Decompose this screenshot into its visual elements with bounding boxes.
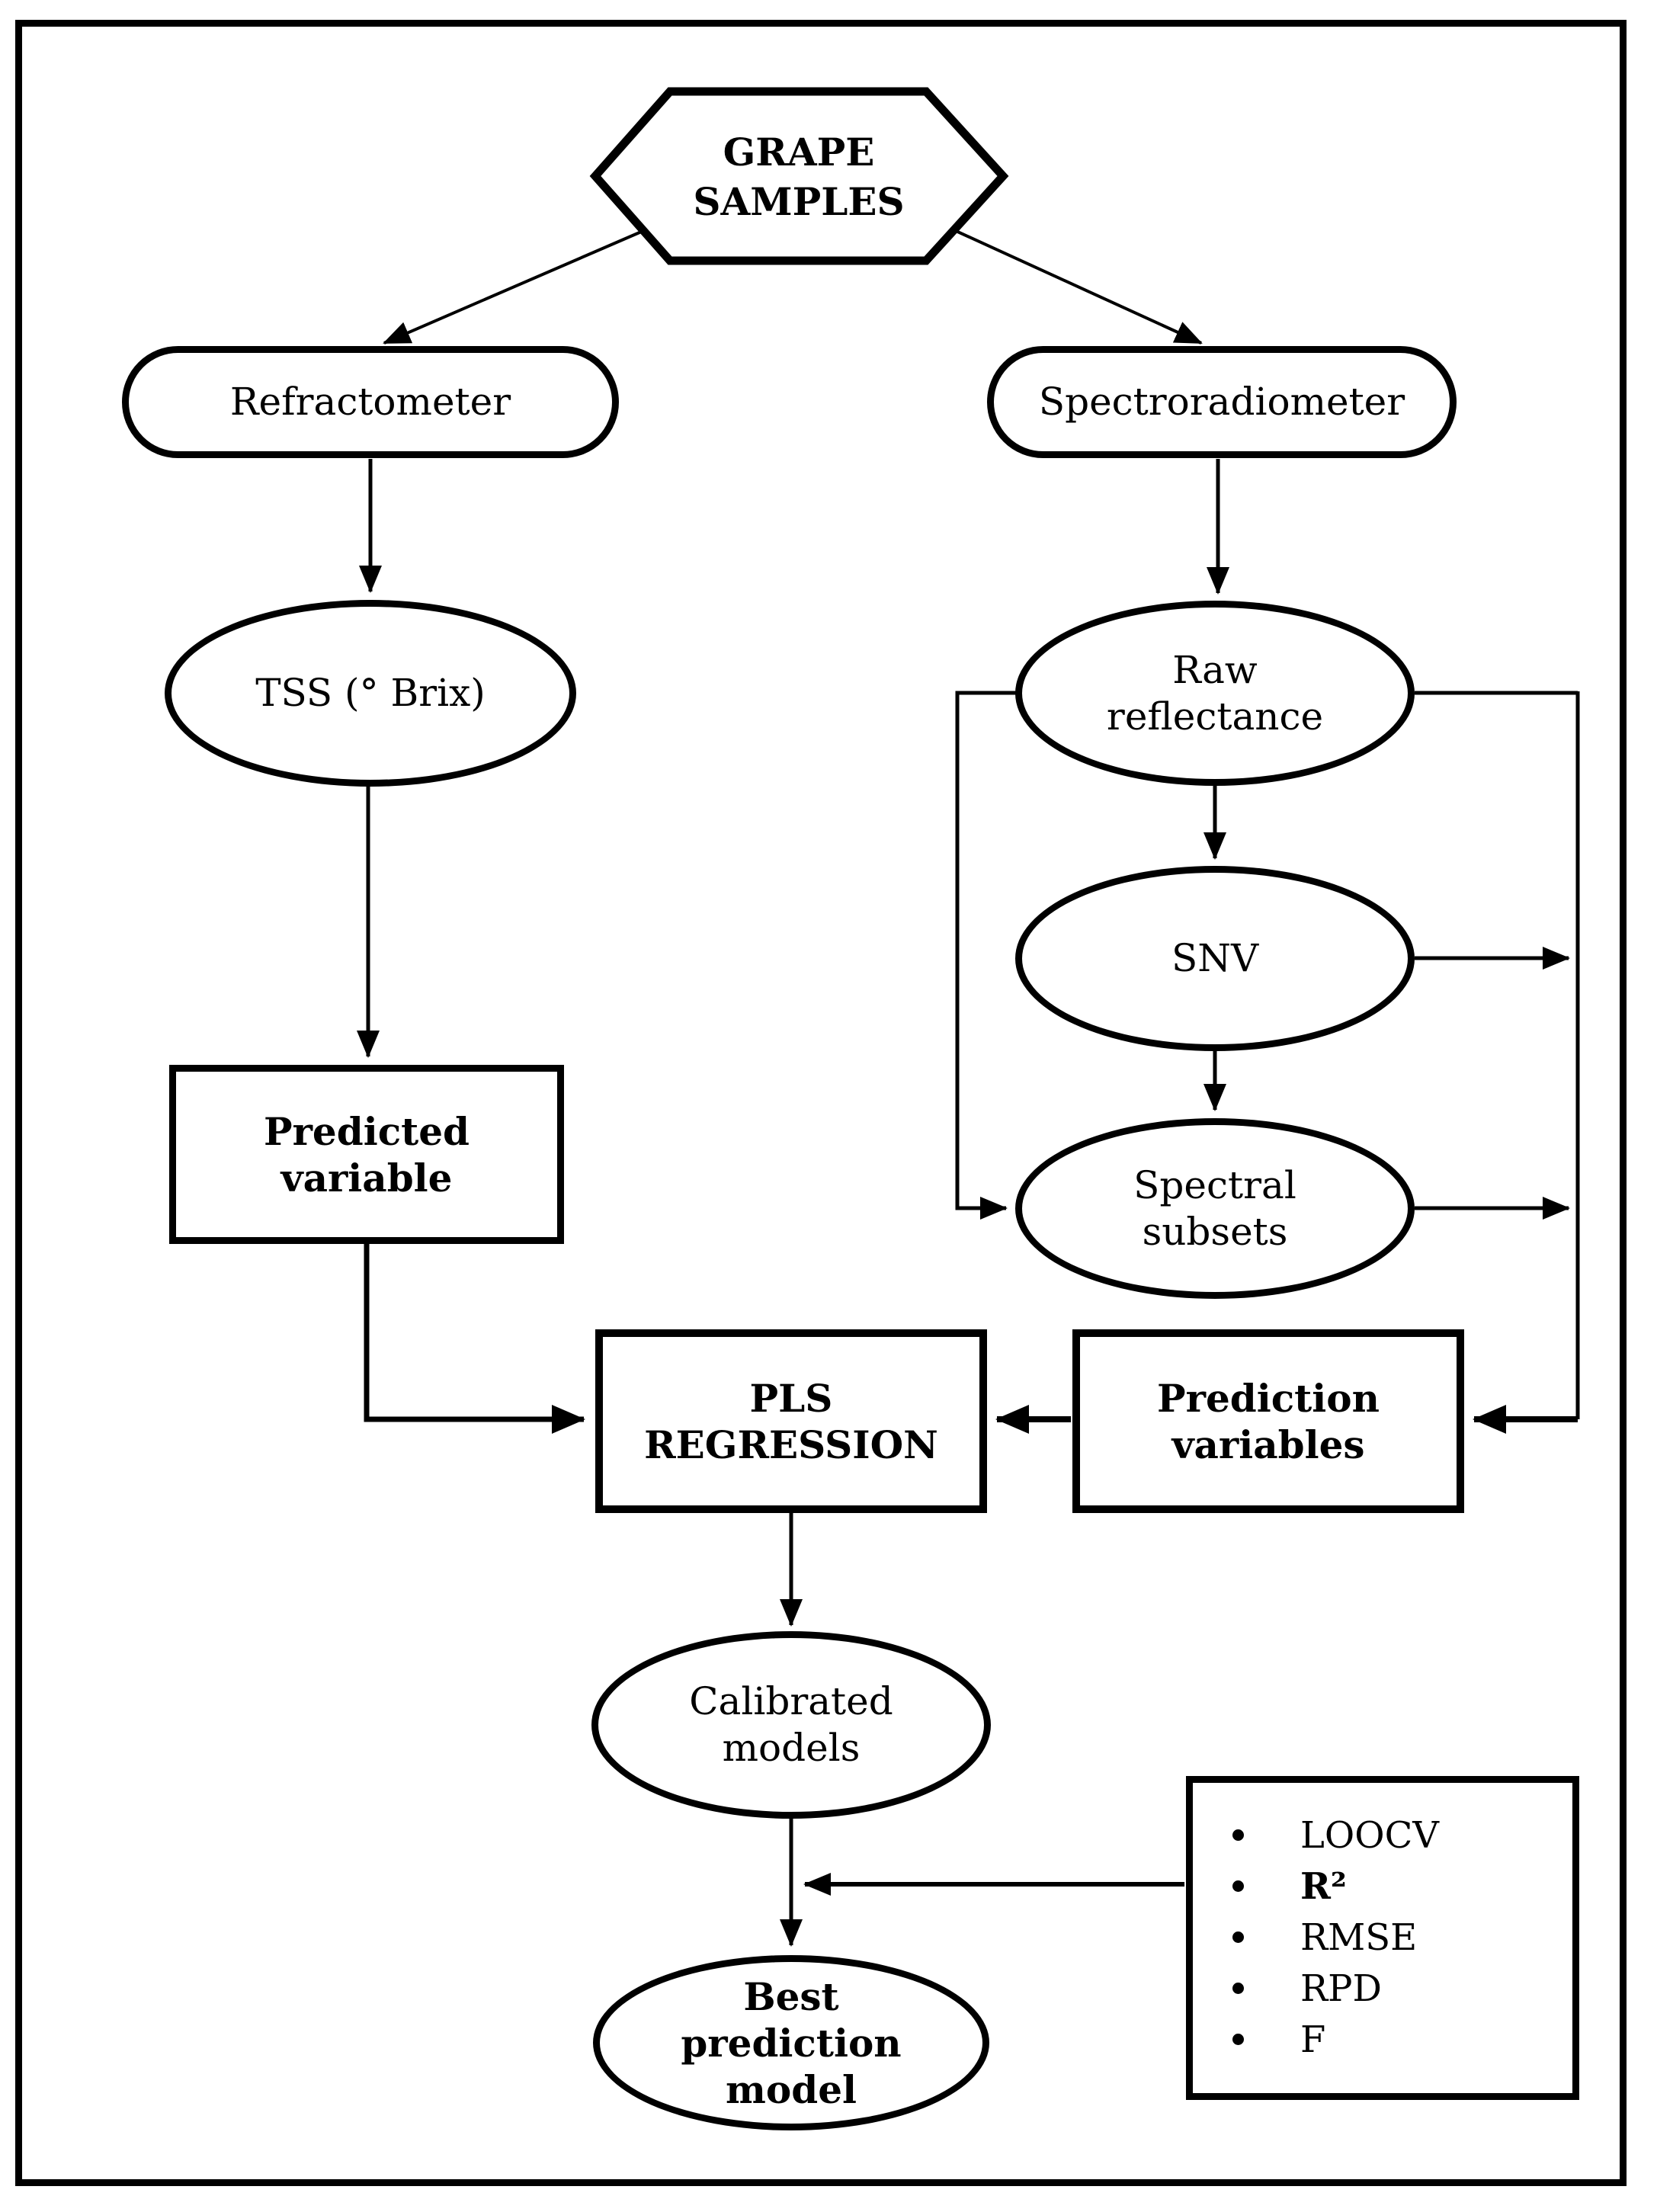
arrow-raw-reflectance-to-spectral-subsets [955,691,1017,1220]
node-evaluation-criteria: LOOCV R² RMSE RPD F [1186,1776,1579,2100]
node-raw-reflectance: Raw reflectance [1015,601,1415,786]
criteria-list: LOOCV R² RMSE RPD F [1193,1783,1572,2066]
figure-border [15,20,1627,2186]
node-snv: SNV [1015,866,1415,1051]
criteria-item-r2: R² [1232,1861,1572,1912]
node-spectroradiometer: Spectroradiometer [987,346,1457,458]
node-tss-brix: TSS (° Brix) [165,600,576,787]
node-pls-regression: PLS REGRESSION [595,1329,987,1513]
node-refractometer: Refractometer [122,346,619,458]
node-grape-samples-label: GRAPE SAMPLES [693,130,905,224]
grape-samples-hexagon-shape [589,87,1009,265]
criteria-item-rmse: RMSE [1232,1912,1572,1964]
criteria-item-loocv: LOOCV [1232,1810,1572,1861]
arrow-hexagon-to-spectroradiometer [953,229,1203,345]
node-best-prediction-model: Best prediction model [593,1955,989,2130]
criteria-item-rpd: RPD [1232,1964,1572,2015]
node-predicted-variable: Predicted variable [169,1065,564,1244]
arrow-predicted-variable-to-pls [364,1244,585,1434]
node-calibrated-models: Calibrated models [591,1631,991,1819]
criteria-item-f: F [1232,2015,1572,2066]
node-spectral-subsets: Spectral subsets [1015,1118,1415,1299]
node-prediction-variables: Prediction variables [1072,1329,1464,1513]
arrow-hexagon-to-refractometer [383,229,646,345]
